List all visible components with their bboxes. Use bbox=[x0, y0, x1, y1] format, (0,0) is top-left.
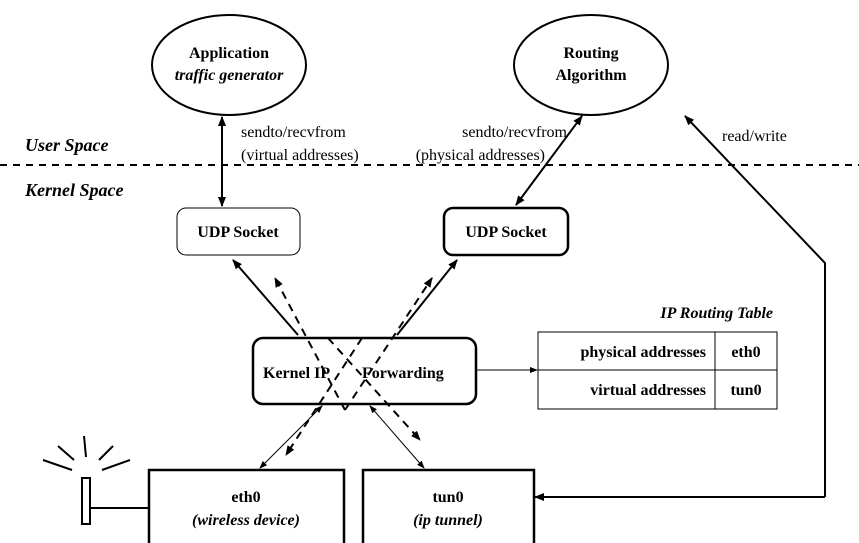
udp-socket-right-label: UDP Socket bbox=[465, 224, 547, 241]
eth0-box bbox=[147, 468, 346, 543]
dashed-eth0-to-udp-right bbox=[344, 277, 433, 411]
app-call-line2: (virtual addresses) bbox=[241, 147, 359, 164]
routing-table-title: IP Routing Table bbox=[659, 305, 773, 322]
routing-call-line1: sendto/recvfrom bbox=[462, 124, 567, 141]
dashed-udp-left-to-tun0 bbox=[327, 337, 421, 441]
udp-socket-right-box bbox=[442, 206, 570, 257]
forwarding-tun0-arrow bbox=[369, 405, 425, 469]
app-call-line1: sendto/recvfrom bbox=[241, 124, 346, 141]
read-write-label: read/write bbox=[722, 128, 787, 145]
antenna-icon bbox=[42, 435, 149, 525]
tun0-box bbox=[361, 468, 536, 543]
eth0-subtitle: (wireless device) bbox=[192, 512, 300, 529]
user-space-label: User Space bbox=[25, 135, 109, 155]
routing-table-row1-dest: physical addresses bbox=[580, 344, 706, 361]
routing-algorithm-line2: Algorithm bbox=[555, 67, 627, 84]
routing-table-row2-dest: virtual addresses bbox=[590, 382, 706, 399]
application-ellipse bbox=[151, 14, 307, 116]
application-subtitle: traffic generator bbox=[175, 67, 284, 84]
eth0-title: eth0 bbox=[231, 489, 260, 506]
routing-algorithm-ellipse bbox=[513, 14, 669, 116]
routing-algorithm-line1: Routing bbox=[563, 45, 618, 62]
udp-socket-left-box bbox=[176, 207, 301, 256]
kernel-forwarding-box bbox=[251, 336, 478, 406]
dashed-eth0-to-udp-left bbox=[274, 277, 346, 411]
forwarding-eth0-arrow bbox=[259, 405, 323, 469]
routing-call-line2: (physical addresses) bbox=[416, 147, 545, 164]
routing-udp-arrow bbox=[515, 115, 583, 206]
kernel-space-label: Kernel Space bbox=[24, 180, 124, 200]
tun0-subtitle: (ip tunnel) bbox=[413, 512, 483, 529]
routing-table-row1-iface: eth0 bbox=[731, 344, 760, 361]
routing-table-row2-iface: tun0 bbox=[730, 382, 761, 399]
tun0-title: tun0 bbox=[432, 489, 463, 506]
udp-left-kernel-arrow bbox=[232, 259, 299, 336]
read-write-path bbox=[684, 115, 826, 497]
application-title: Application bbox=[189, 45, 269, 62]
dashed-udp-right-to-eth0 bbox=[285, 337, 363, 456]
udp-socket-left-label: UDP Socket bbox=[197, 224, 279, 241]
udp-right-kernel-arrow bbox=[396, 259, 458, 336]
